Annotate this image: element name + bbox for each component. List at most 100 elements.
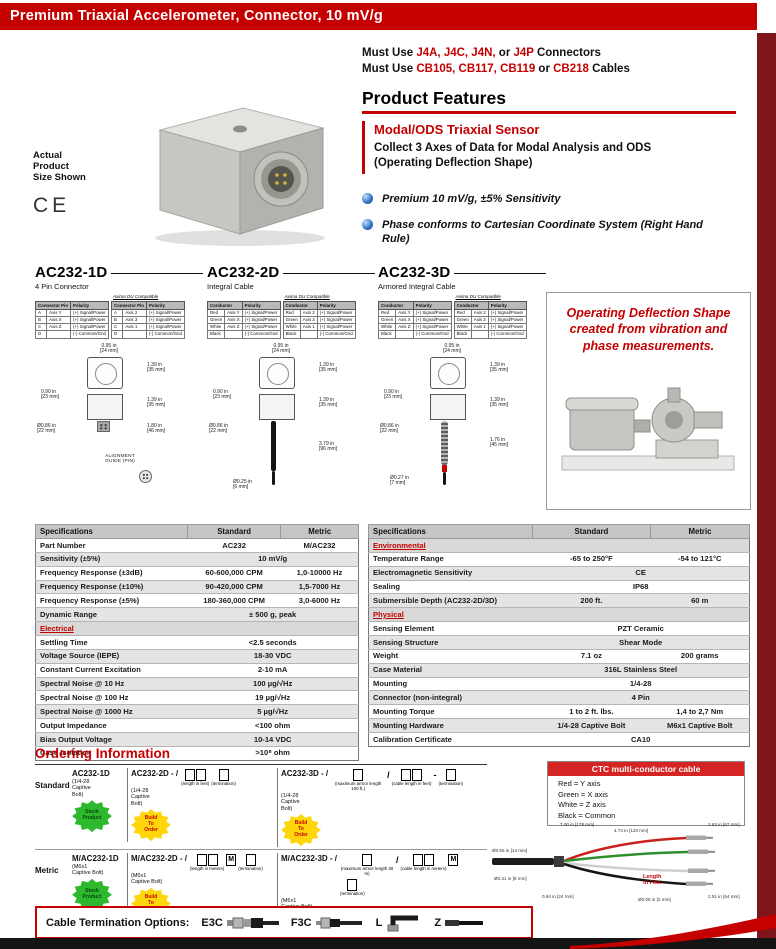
spec-value: PZT Ceramic xyxy=(532,621,750,636)
spec-label: Dynamic Range xyxy=(35,607,188,622)
pin-cell: Black xyxy=(207,330,226,339)
ordering-code-boxes: M xyxy=(226,853,237,866)
spec-value: 1/4-28 xyxy=(532,676,750,691)
spec-label: Mounting Torque xyxy=(368,704,533,719)
spec-label: Voltage Source (IEPE) xyxy=(35,648,188,664)
dim-label: 0.95 in [24 mm] xyxy=(99,342,119,355)
pin-header: Polarity xyxy=(316,301,356,310)
pin-cell xyxy=(299,330,318,339)
must-use-cables: Must Use CB105, CB117, CB119 or CB218 Ca… xyxy=(362,62,748,78)
title-rule xyxy=(111,272,203,274)
pin-cell: Axis X xyxy=(46,316,72,325)
pin-cell: (+) Signal/Power xyxy=(487,308,527,318)
spec-value: CA10 xyxy=(532,732,750,747)
ordering-item-head: AC232-3D - /(maximum armor length 100 ft… xyxy=(281,769,484,792)
variant-title: AC232-1D xyxy=(35,264,203,281)
dim-label: Ø0.25 in [6 mm] xyxy=(233,478,252,491)
spec-label: Part Number xyxy=(35,538,188,553)
ordering-code-boxes xyxy=(362,853,373,866)
pin-cell: Axis 3 xyxy=(299,316,318,325)
ordering-code-group: (cable length in meters) xyxy=(401,853,446,872)
termination-option-name: E3C xyxy=(201,916,223,929)
spec-label: Electromagnetic Sensitivity xyxy=(368,565,533,581)
must-use-segment: or xyxy=(495,47,514,59)
svg-text:0.94 in [24 mm]: 0.94 in [24 mm] xyxy=(542,894,574,899)
pin-header: Conductor xyxy=(378,301,414,310)
build-to-order-badge: Build To Order xyxy=(131,809,171,842)
spec-value: >10⁸ ohm xyxy=(187,745,359,761)
ordering-code-label: (maximum armor length 30 m) xyxy=(340,865,394,876)
pin-header: Connector Pin xyxy=(110,301,147,310)
pin-cell xyxy=(395,330,414,339)
brand-swoosh xyxy=(570,914,776,949)
ordering-item: M/AC232-1D(M6x1 Captive Bolt)Stock Produ… xyxy=(69,853,127,912)
axima-table-title: Axima DU Compatible xyxy=(455,294,501,299)
spec-label: Connector (non-integral) xyxy=(368,690,533,705)
spec-label: Temperature Range xyxy=(368,551,533,567)
variant-model: AC232-1D xyxy=(35,264,108,281)
order-code-box xyxy=(195,769,206,781)
dim-label: 1.39 in [35 mm] xyxy=(147,361,166,374)
page-title: Premium Triaxial Accelerometer, Connecto… xyxy=(0,3,757,30)
svg-text:4.74 in [120 mm]: 4.74 in [120 mm] xyxy=(614,828,648,833)
bottom-bar xyxy=(0,938,776,949)
integral-cable-tip xyxy=(272,470,275,485)
ordering-model-number: M/AC232-3D - / xyxy=(281,853,338,863)
ordering-code-groups: (maximum armor length 100 ft.)/(cable le… xyxy=(331,769,463,792)
spec-label: Mounting xyxy=(368,676,533,691)
termination-option-name: Z xyxy=(434,916,442,929)
pin-cell: (+) Signal/Power xyxy=(487,316,527,325)
ordering-model-number: AC232-1D xyxy=(72,769,110,778)
ods-callout-box: Operating Deflection Shape created from … xyxy=(546,292,751,510)
pin-header: Polarity xyxy=(487,301,527,310)
ordering-item: AC232-1D(1/4-28 Captive Bolt)Stock Produ… xyxy=(69,768,127,833)
spec-metric-value: M/AC232 xyxy=(280,538,359,553)
svg-text:Ø0.31 in [8 mm]: Ø0.31 in [8 mm] xyxy=(494,876,527,881)
dim-label: 0.90 in [23 mm] xyxy=(384,388,403,401)
pin-cell: (+) Signal/Power xyxy=(316,316,356,325)
pin-cell: D xyxy=(35,330,48,339)
spec-value: <2.5 seconds xyxy=(187,635,359,650)
dim-label: 1.80 in [46 mm] xyxy=(147,422,166,435)
spec-section-row: Physical xyxy=(368,607,750,622)
must-use-segment: J4P xyxy=(513,47,534,59)
pin-cell: Black xyxy=(378,330,397,339)
ordering-item-subtext: (1/4-28 Captive Bolt) xyxy=(281,792,300,812)
ordering-item-subtext: (M6x1 Captive Bolt) xyxy=(72,863,104,877)
f3c-connector-image xyxy=(315,917,362,928)
feature-bullet: Phase conforms to Cartesian Coordinate S… xyxy=(362,218,748,246)
pin-cell: (+) Signal/Power xyxy=(241,316,281,325)
integral-cable-shape xyxy=(271,420,276,471)
ordering-item-head: M/AC232-1D xyxy=(72,854,124,863)
pin-cell xyxy=(224,330,243,339)
pin-cell: Axis X xyxy=(224,316,243,325)
spec-label: Output Impedance xyxy=(35,718,188,733)
dim-label: 0.95 in [24 mm] xyxy=(271,342,291,355)
pin-cell: Axis X xyxy=(395,316,414,325)
spec-label: Sealing xyxy=(368,579,533,594)
variant-subtitle: 4 Pin Connector xyxy=(35,282,89,291)
pin-cell: Axis 2 xyxy=(470,308,489,318)
ordering-code-group: (length in feet) xyxy=(181,769,209,787)
spec-standard-value: 180-360,000 CPM xyxy=(187,593,281,608)
spec-label: Spectral Noise @ 100 Hz xyxy=(35,690,188,705)
pin-cell: B xyxy=(35,316,48,325)
ordering-code-groups: (length in feet)(termination) xyxy=(181,769,236,787)
ordering-code-label: (cable length in feet) xyxy=(391,781,432,786)
ordering-item: AC232-2D - /(length in feet)(termination… xyxy=(127,768,277,843)
variant-title: AC232-2D xyxy=(207,264,375,281)
spec-standard-value: 7.1 oz xyxy=(532,648,651,664)
pin-header: Conductor xyxy=(282,301,318,310)
spec-label: Submersible Depth (AC232-2D/3D) xyxy=(368,593,533,608)
ordering-code-boxes xyxy=(401,769,423,781)
